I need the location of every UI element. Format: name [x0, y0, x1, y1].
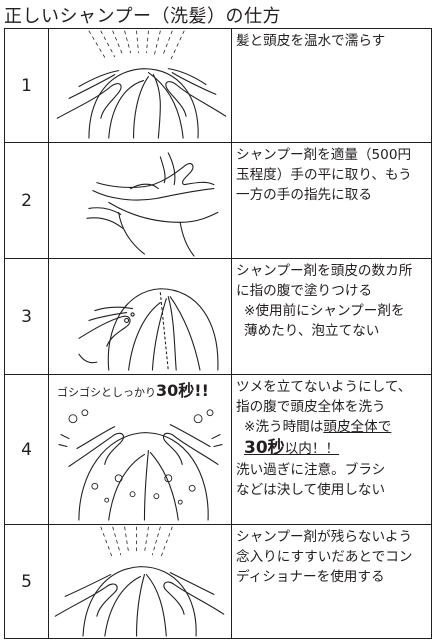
instruction-line: 玉程度）手の平に取り、もう: [236, 167, 412, 183]
step-number: 3: [4, 258, 49, 375]
step-row-2: 2 シャンプー剤を適量（500円 玉程度）手の平に取り、もう 一方の手の指先に取…: [4, 142, 432, 259]
step-row-5: 5 シャンプー剤が残らないよう 念入りにすすいだあとでコン ディショナーを使用す…: [4, 524, 432, 639]
instruction-line: ディショナーを使用する: [236, 569, 385, 585]
step-illustration: [48, 258, 232, 375]
instruction-note: ※洗う時間は頭皮全体で: [236, 417, 428, 437]
step-instructions: シャンプー剤を適量（500円 玉程度）手の平に取り、もう 一方の手の指先に取る: [231, 142, 432, 259]
step-number: 1: [4, 28, 49, 143]
step-instructions: ツメを立てないようにして、 指の腹で頭皮全体を洗う ※洗う時間は頭皮全体で 30…: [231, 374, 432, 525]
step-row-3: 3 シャンプー剤を頭皮の数カ所 に指の腹で塗りつける ※使用前にシャンプー剤を …: [4, 258, 432, 375]
instruction-line: に指の腹で塗りつける: [236, 283, 373, 299]
illustration-caption: ゴシゴシとしっかり30秒!!: [57, 377, 209, 401]
instruction-line: ツメを立てないようにして、: [236, 379, 412, 395]
instruction-note: ※使用前にシャンプー剤を: [244, 303, 405, 319]
step-illustration: ゴシゴシとしっかり30秒!!: [48, 374, 232, 525]
page-title: 正しいシャンプー（洗髪）の仕方: [4, 6, 281, 27]
note-emphasis: 頭皮全体で: [323, 419, 392, 435]
instruction-line: シャンプー剤を頭皮の数カ所: [236, 263, 413, 279]
note-suffix: 以内！！: [284, 441, 340, 457]
step-instructions: シャンプー剤を頭皮の数カ所 に指の腹で塗りつける ※使用前にシャンプー剤を 薄め…: [231, 258, 432, 375]
instruction-line: シャンプー剤が残らないよう: [236, 529, 413, 545]
instruction-line: 一方の手の指先に取る: [236, 187, 372, 203]
instruction-line: 念入りにすすいだあとでコン: [236, 549, 413, 565]
step-row-4: 4 ゴシゴシとしっかり30秒!! ツ: [4, 374, 432, 525]
rinsing-hair-icon: [54, 526, 225, 637]
instruction-note: 薄めたり、泡立てない: [244, 323, 380, 339]
instruction-line: 髪と頭皮を温水で濡らす: [236, 33, 386, 49]
step-illustration: [48, 142, 232, 259]
step-instructions: シャンプー剤が残らないよう 念入りにすすいだあとでコン ディショナーを使用する: [231, 524, 432, 639]
step-illustration: [48, 524, 232, 639]
instruction-line: 洗い過ぎに注意。ブラシ: [236, 462, 386, 478]
step-illustration: [48, 28, 232, 143]
caption-text: ゴシゴシとしっかり: [57, 386, 156, 399]
step-row-1: 1 髪と頭皮を温水で濡らす: [4, 28, 432, 143]
scrubbing-scalp-icon: [58, 409, 223, 521]
step-number: 4: [4, 374, 49, 525]
caption-time: 30秒!!: [156, 381, 209, 400]
note-time: 30秒: [244, 438, 285, 458]
step-instructions: 髪と頭皮を温水で濡らす: [231, 28, 432, 143]
instruction-line: などは決して使用しない: [236, 482, 386, 498]
step-number: 5: [4, 524, 49, 639]
instruction-line: 指の腹で頭皮全体を洗う: [236, 399, 386, 415]
step-number: 2: [4, 142, 49, 259]
note-prefix: ※洗う時間は: [244, 419, 324, 435]
instruction-note: 30秒以内！！: [236, 437, 428, 460]
shampoo-steps-table: 1 髪と頭皮を温水で濡らす 2: [4, 28, 432, 639]
applying-shampoo-icon: [78, 288, 219, 371]
shampoo-in-palm-icon: [86, 152, 219, 257]
hands-wetting-hair-icon: [56, 30, 227, 139]
instruction-line: シャンプー剤を適量（500円: [236, 147, 412, 163]
